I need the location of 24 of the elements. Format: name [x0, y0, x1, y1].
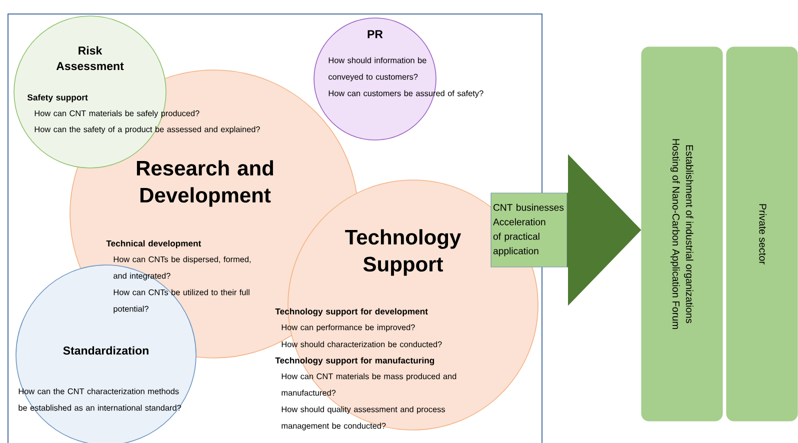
heading: Standardization — [63, 346, 148, 355]
question-text: How can customers be assured of safety? — [328, 90, 484, 98]
question-text: How should characterization be conducted? — [282, 341, 442, 348]
question-text: How can the CNT characterization methods be established as an international standard? — [18, 388, 182, 411]
heading: PR — [368, 30, 383, 38]
block-arrow — [567, 154, 642, 306]
question-text: How can performance be improved? — [282, 324, 415, 332]
bar: Establishment of industrial organizations Hosting of Nano-Carbon Application Forum — [640, 46, 724, 422]
question-text: How can CNT materials be mass produced and manufactured? — [282, 373, 456, 396]
question-text: How should information be conveyed to customers? — [328, 57, 426, 82]
question-text: How can CNTs be dispersed, formed, and integrated? — [114, 256, 251, 280]
question-text: How can CNTs be utilized to their full potential? — [114, 289, 250, 314]
subheading: Technology support for manufacturing — [275, 357, 434, 366]
heading: Technology Support — [345, 229, 462, 276]
question-text: How should quality assessment and process management be conducted? — [282, 406, 445, 430]
subheading: Technology support for development — [275, 308, 428, 316]
text-box: CNT businesses Acceleration of practical application — [490, 192, 568, 268]
question-text: How can CNT materials be safely produced? — [34, 110, 200, 118]
heading: Research and Development — [136, 160, 274, 207]
subheading: Safety support — [27, 94, 88, 102]
question-text: How can the safety of a product be assessed and explained? — [34, 126, 260, 134]
heading: Risk Assessment — [56, 46, 124, 70]
bar: Private sector — [726, 46, 798, 422]
subheading: Technical development — [106, 240, 202, 248]
